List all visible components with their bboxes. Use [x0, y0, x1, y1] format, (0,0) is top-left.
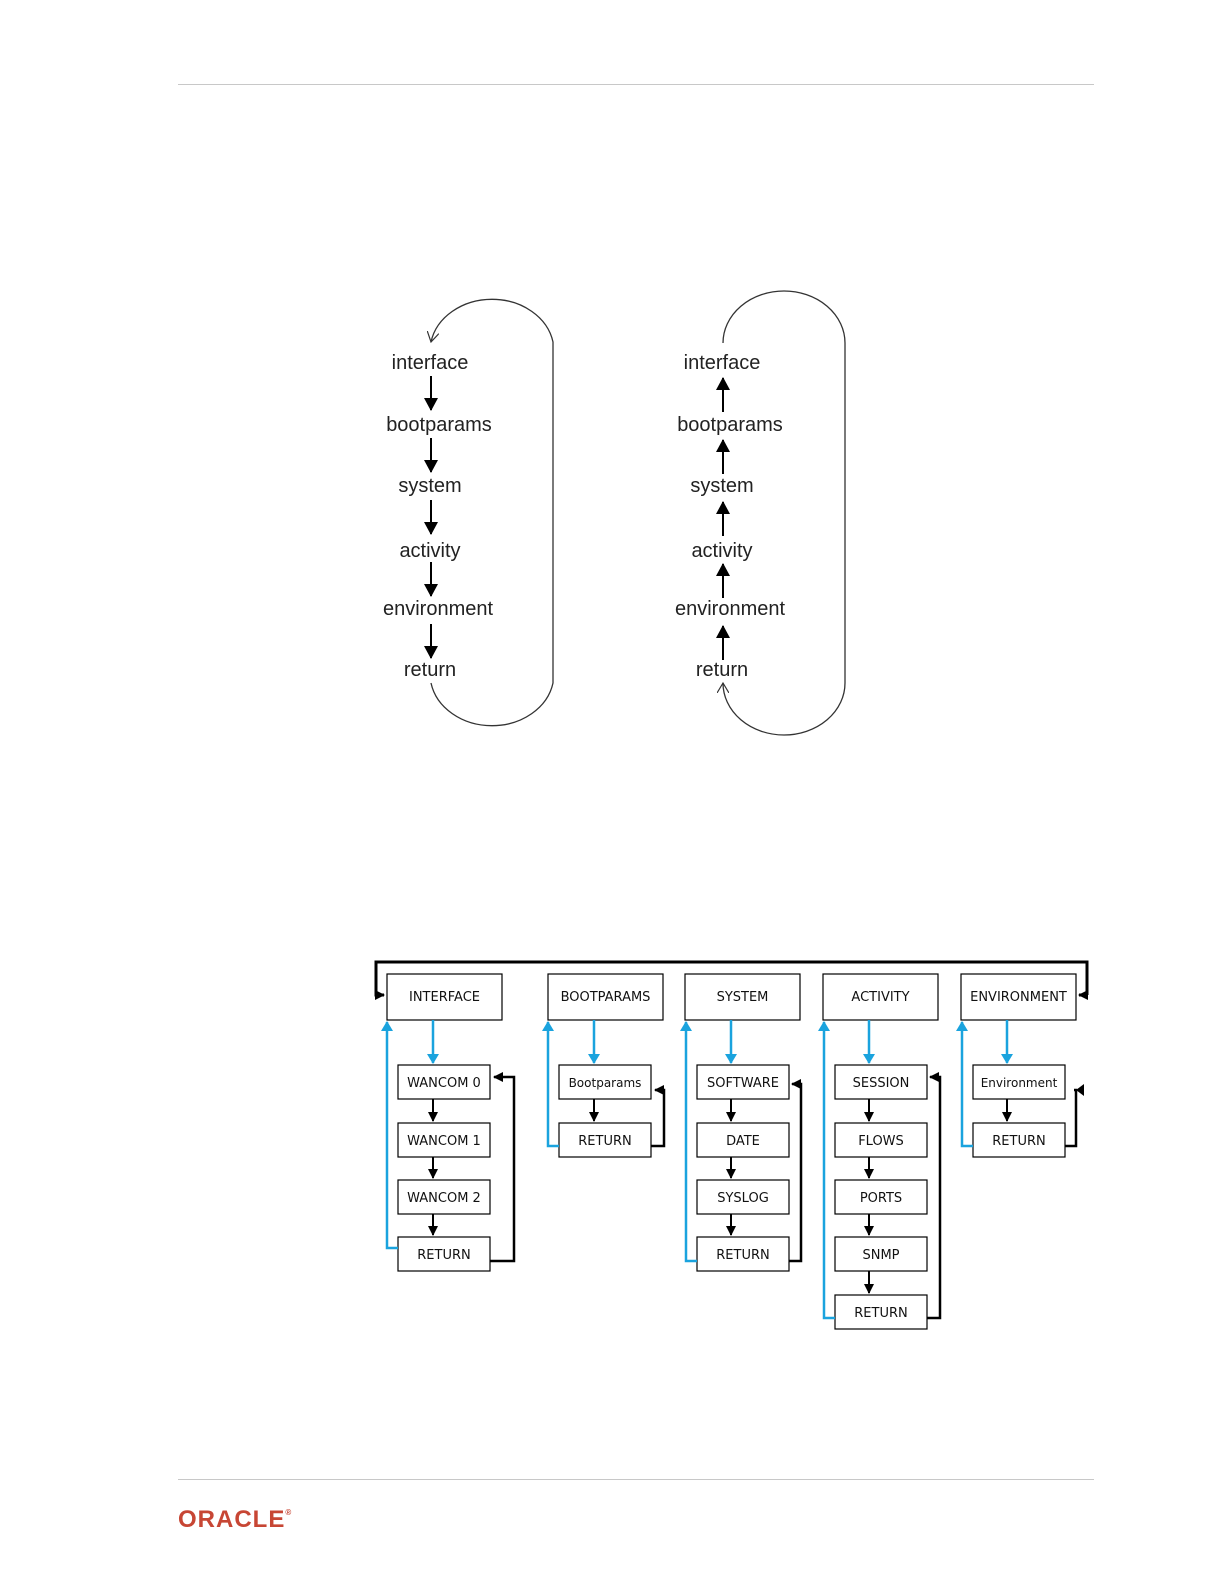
return-loop-arrow	[927, 1077, 940, 1318]
column-bootparams: BOOTPARAMS Bootparams RETURN	[548, 974, 664, 1157]
cycle-down-diagram: interface bootparams system activity env…	[383, 299, 553, 725]
cycle-down-item: return	[404, 659, 456, 681]
cycle-down-item: bootparams	[386, 414, 492, 436]
menu-box-label: RETURN	[854, 1306, 907, 1321]
menu-box-label: SESSION	[853, 1076, 910, 1091]
menu-box-label: DATE	[726, 1134, 760, 1149]
menu-box-label: PORTS	[860, 1191, 902, 1206]
oracle-logo-mark: ®	[285, 1508, 291, 1517]
menu-box-label: WANCOM 2	[407, 1191, 481, 1206]
oracle-logo: ORACLE®	[178, 1506, 291, 1534]
header-label: INTERFACE	[409, 990, 480, 1005]
return-loop-arrow	[651, 1090, 664, 1146]
menu-box-label: WANCOM 1	[407, 1134, 481, 1149]
return-loop-arrow	[490, 1077, 514, 1261]
menu-box-label: SOFTWARE	[707, 1076, 779, 1091]
column-system: SYSTEM SOFTWARE DATE SYSLOG RETURN	[685, 974, 801, 1271]
header-label: BOOTPARAMS	[561, 990, 651, 1005]
menu-box-label: SYSLOG	[717, 1191, 769, 1206]
return-loop-arrow	[789, 1084, 801, 1261]
menu-box-label: RETURN	[716, 1248, 769, 1263]
footer-rule	[178, 1479, 1094, 1480]
cycle-up-item: system	[690, 475, 753, 497]
oracle-logo-text: ORACLE	[178, 1506, 285, 1533]
menu-box-label: RETURN	[578, 1134, 631, 1149]
menu-box-label: FLOWS	[858, 1134, 904, 1149]
column-activity: ACTIVITY SESSION FLOWS PORTS SNMP RETURN	[823, 974, 940, 1329]
header-label: SYSTEM	[717, 990, 769, 1005]
return-loop-arrow	[1065, 1090, 1076, 1146]
blue-up-arrow	[387, 1022, 398, 1248]
menu-box-label: WANCOM 0	[407, 1076, 481, 1091]
blue-up-arrow	[548, 1022, 559, 1146]
cycle-down-item: system	[398, 475, 461, 497]
menu-box-label: RETURN	[417, 1248, 470, 1263]
header-label: ACTIVITY	[851, 990, 909, 1005]
cycle-up-item: activity	[691, 540, 752, 562]
cycle-up-item: bootparams	[677, 414, 783, 436]
cycle-up-diagram: interface bootparams system activity env…	[675, 291, 845, 735]
menu-box-label: SNMP	[862, 1248, 899, 1263]
cycle-down-item: activity	[399, 540, 460, 562]
cycle-up-item: return	[696, 659, 748, 681]
menu-box-label: RETURN	[992, 1134, 1045, 1149]
blue-up-arrow	[686, 1022, 697, 1261]
column-environment: ENVIRONMENT Environment RETURN	[961, 974, 1084, 1157]
cycle-up-item: interface	[684, 352, 761, 374]
cycle-down-item: interface	[392, 352, 469, 374]
blue-up-arrow	[962, 1022, 973, 1146]
cycle-down-item: environment	[383, 598, 494, 620]
menu-box-label: Bootparams	[569, 1076, 642, 1090]
header-label: ENVIRONMENT	[970, 990, 1067, 1005]
menu-tree-diagram: INTERFACE WANCOM 0 WANCOM 1 WANCOM 2 RET…	[376, 962, 1087, 1329]
blue-up-arrow	[824, 1022, 835, 1318]
menu-box-label: Environment	[981, 1076, 1058, 1090]
column-interface: INTERFACE WANCOM 0 WANCOM 1 WANCOM 2 RET…	[387, 974, 514, 1271]
cycle-up-item: environment	[675, 598, 786, 620]
